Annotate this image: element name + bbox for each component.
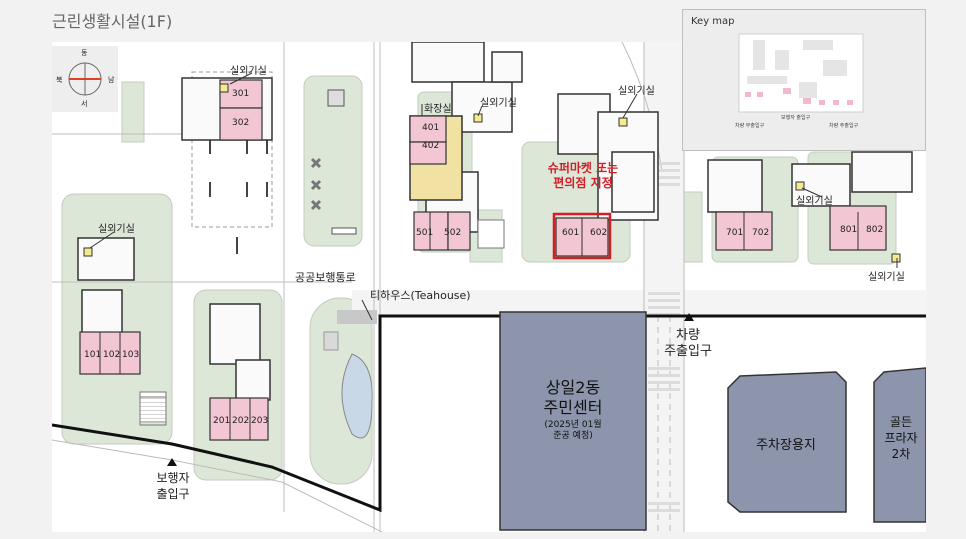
community-center-label: 상일2동 주민센터 (2025년 01월 준공 예정) [522, 378, 624, 442]
unit-number: 701 [726, 228, 744, 238]
unit-number: 702 [752, 228, 770, 238]
unit-number: 203 [251, 416, 269, 426]
vehicle-entrance-line1: 차량 [676, 328, 700, 343]
teahouse-label: 티하우스(Teahouse) [370, 289, 471, 302]
restroom-label: 화장실 [424, 104, 452, 115]
pedestrian-path-label: 공공보행통로 [295, 271, 356, 284]
key-map-note-a: 차량 부출입구 [735, 123, 765, 129]
unit-number: 402 [422, 141, 440, 151]
supermarket-label-line1: 슈퍼마켓 또는 [547, 161, 619, 175]
golden-plaza-line3: 2차 [891, 447, 911, 461]
unit-number: 101 [84, 350, 102, 360]
key-map-note-b: 보행자 출입구 [781, 115, 811, 121]
vehicle-entrance-line2: 주출입구 [664, 344, 712, 359]
community-center-line1: 상일2동 [545, 378, 601, 397]
compass-south: 서 [81, 100, 88, 108]
unit-number: 401 [422, 123, 440, 133]
unit-number: 601 [562, 228, 580, 238]
unit-number: 301 [232, 89, 250, 99]
compass [52, 46, 118, 112]
outdoor-unit-label: 실외기실 [98, 224, 135, 235]
parking-label: 주차장용지 [756, 438, 816, 453]
golden-plaza-line2: 프라자 [884, 431, 918, 445]
key-map-plan [738, 33, 864, 113]
community-center-line2: 주민센터 [543, 398, 603, 417]
key-map-note-c: 차량 주출입구 [829, 123, 859, 129]
pedestrian-entrance-line1: 보행자 [156, 471, 190, 485]
outdoor-unit-label: 실외기실 [618, 86, 655, 97]
page-title: 근린생활시설(1F) [52, 12, 173, 31]
compass-west: 북 [56, 76, 63, 84]
vehicle-main-entrance: 차량 주출입구 [652, 328, 724, 360]
supermarket-highlight [552, 212, 612, 260]
key-map: Key map 차량 부출입구 보행자 출입구 차량 주출입구 [682, 9, 926, 151]
outdoor-unit-label: 실외기실 [480, 98, 517, 109]
outdoor-unit-label: 실외기실 [796, 196, 833, 207]
unit-number: 801 [840, 225, 858, 235]
outdoor-unit-label: 실외기실 [868, 272, 905, 283]
unit-number: 501 [416, 228, 434, 238]
golden-plaza-label: 골든 프라자 2차 [878, 414, 924, 462]
unit-number: 102 [103, 350, 121, 360]
unit-number: 302 [232, 118, 250, 128]
community-center-note2: 준공 예정) [553, 431, 593, 441]
key-map-title: Key map [691, 16, 735, 27]
unit-number: 201 [213, 416, 231, 426]
unit-number: 802 [866, 225, 884, 235]
compass-east: 남 [108, 76, 115, 84]
community-center-note1: (2025년 01월 [544, 420, 602, 430]
supermarket-label: 슈퍼마켓 또는 편의점 지정 [528, 161, 638, 191]
golden-plaza-line1: 골든 [889, 415, 913, 429]
compass-north: 동 [81, 49, 88, 57]
pedestrian-entrance-line2: 출입구 [156, 487, 190, 501]
unit-number: 103 [122, 350, 140, 360]
unit-number: 602 [590, 228, 608, 238]
outdoor-unit-label: 실외기실 [230, 66, 267, 77]
unit-number: 502 [444, 228, 462, 238]
unit-number: 202 [232, 416, 250, 426]
supermarket-label-line2: 편의점 지정 [553, 176, 613, 190]
pedestrian-entrance: 보행자 출입구 [142, 470, 204, 502]
